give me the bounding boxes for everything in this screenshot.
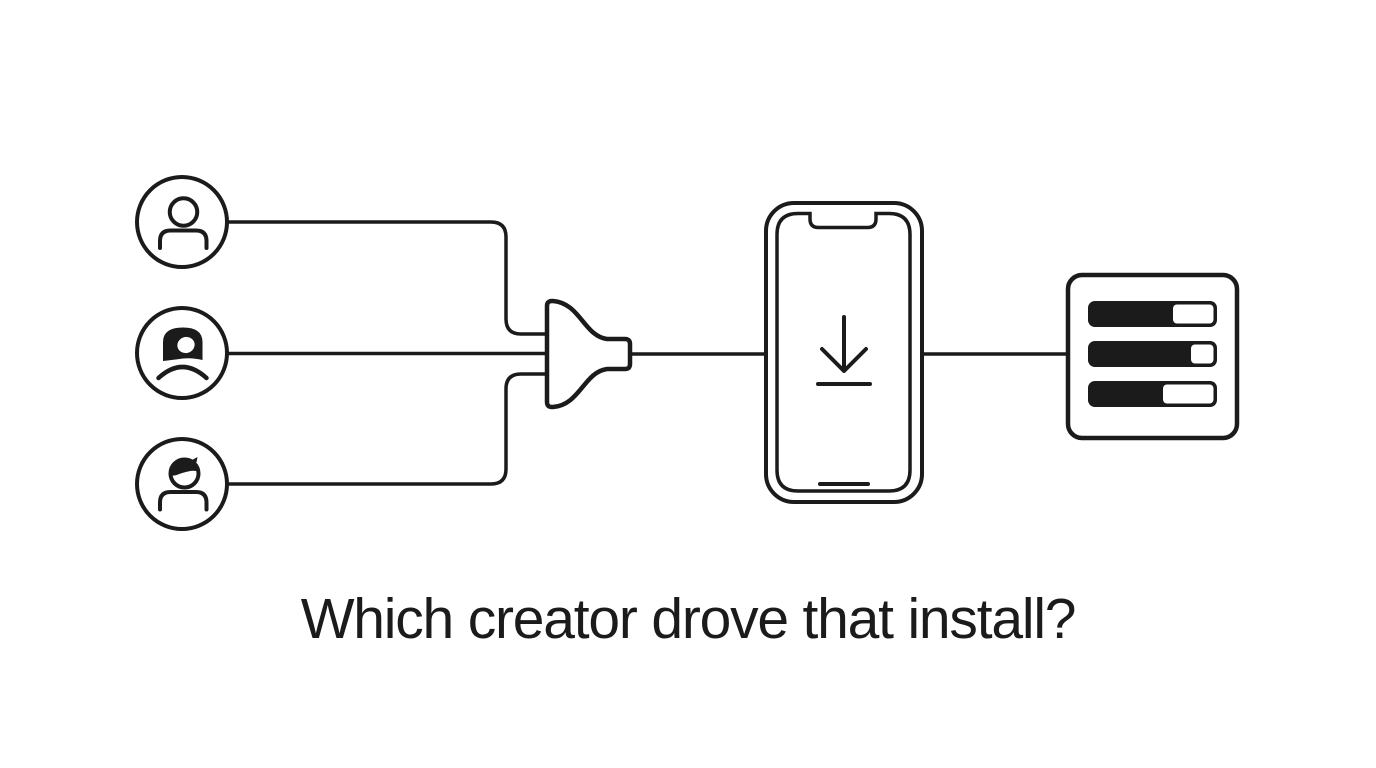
creator-avatar-2 (135, 306, 229, 400)
phone-screen (775, 211, 912, 493)
download-icon (816, 315, 872, 386)
person-short-hair-icon (158, 457, 209, 512)
funnel-icon (544, 298, 633, 410)
install-report (1065, 272, 1240, 441)
install-bar (1088, 341, 1217, 367)
connector-bottom (227, 372, 552, 486)
creator-avatar-3 (135, 437, 229, 531)
connector-lines (227, 220, 1072, 486)
caption: Which creator drove that install? (300, 587, 1077, 651)
connector-top (227, 220, 552, 336)
person-plain-icon (158, 196, 209, 250)
install-bar (1088, 381, 1217, 407)
install-bar-track (1088, 341, 1217, 367)
install-bar-remainder (1163, 384, 1214, 404)
person-long-hair-icon (156, 327, 209, 381)
install-bar-remainder (1173, 304, 1214, 324)
install-phone (764, 201, 924, 504)
install-bar-remainder (1191, 344, 1214, 364)
avatar-circle (135, 437, 229, 531)
funnel-outline (544, 298, 633, 410)
creator-avatar-1 (135, 175, 229, 269)
install-bar (1088, 301, 1217, 327)
avatar-circle (135, 175, 229, 269)
